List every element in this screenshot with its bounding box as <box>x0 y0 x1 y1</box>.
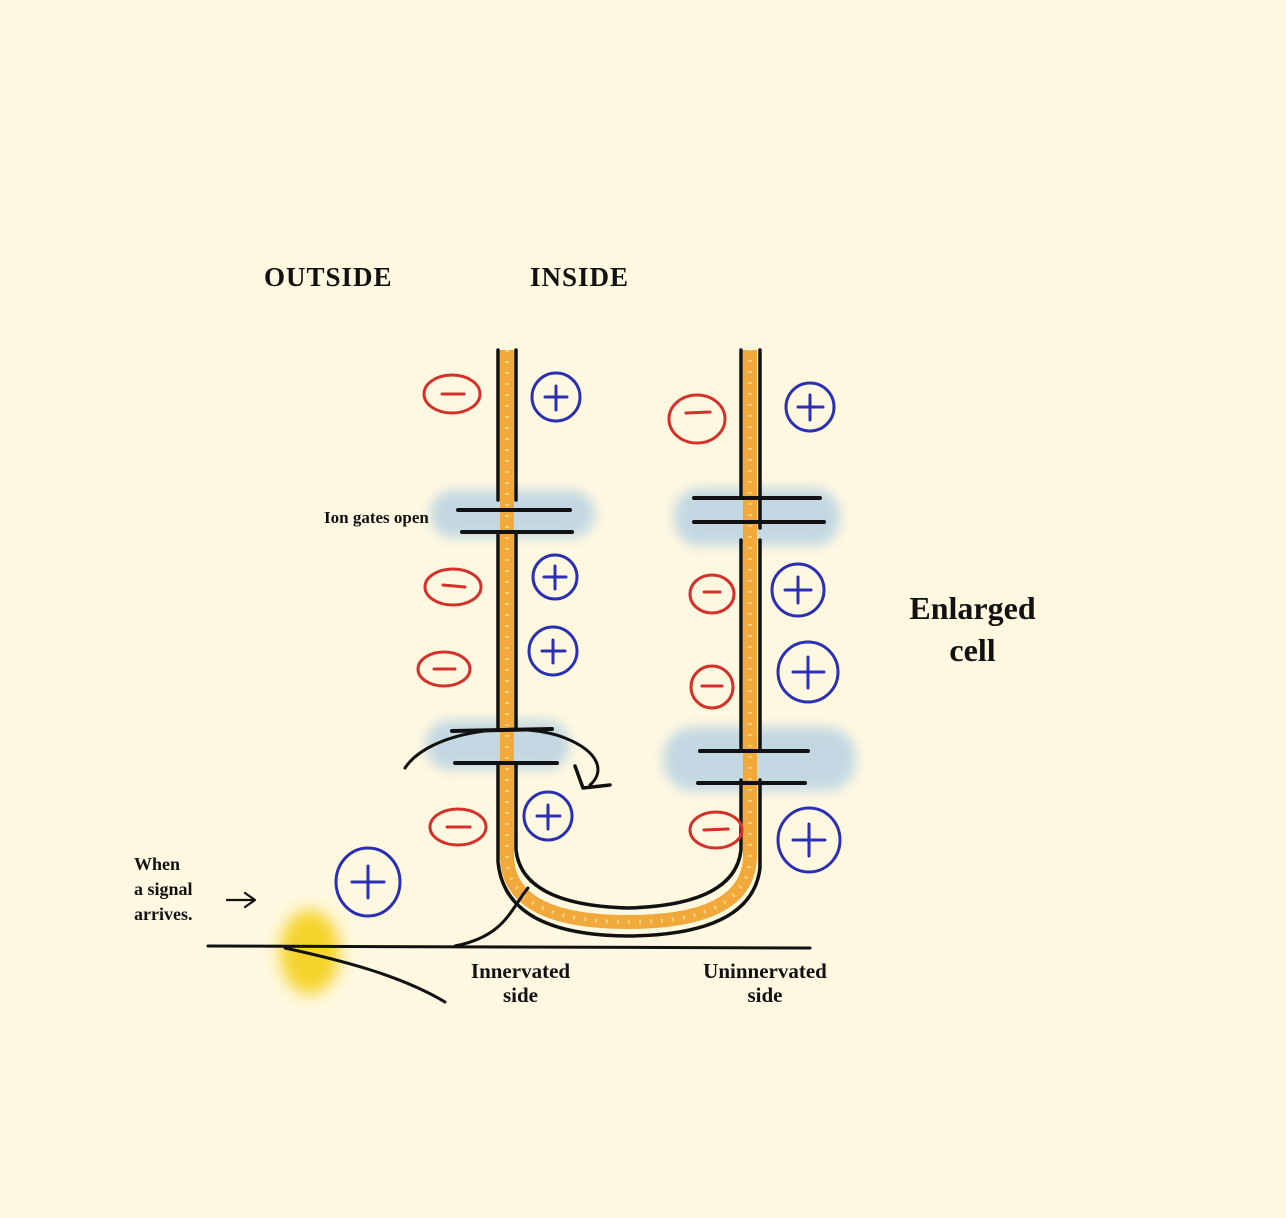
membrane-outline-outer <box>496 348 762 938</box>
positive-ion <box>530 371 582 423</box>
inside-label: INSIDE <box>530 262 630 292</box>
positive-ion <box>527 625 579 677</box>
positive-ion <box>784 381 836 433</box>
negative-ion <box>428 807 488 847</box>
negative-ion <box>416 650 472 688</box>
outside-label: OUTSIDE <box>264 262 393 292</box>
negative-ion-signs <box>432 392 730 832</box>
positive-ion <box>776 640 840 704</box>
positive-ion <box>522 790 574 842</box>
ion-flow-arrow <box>403 727 600 787</box>
positive-ion <box>334 846 402 918</box>
nerve-lines <box>206 886 812 1004</box>
negative-ion <box>689 664 735 710</box>
negative-ion <box>423 567 483 607</box>
signal-spot <box>280 910 340 994</box>
negative-ion <box>688 810 744 850</box>
innervated-side-label: Innervated side <box>470 959 571 1008</box>
ion-gate-glow <box>663 727 856 791</box>
positive-ion <box>770 562 826 618</box>
positive-ion <box>776 806 842 874</box>
negative-ion <box>667 393 727 445</box>
negative-ions <box>416 373 744 850</box>
signal-label: When a signal arrives. <box>134 854 193 925</box>
positive-ion-signs <box>350 384 827 900</box>
negative-ion <box>422 373 482 415</box>
uninnervated-side-label: Uninnervated side <box>703 959 827 1008</box>
ion-flow-arrowhead <box>573 764 612 790</box>
negative-ion <box>688 573 736 615</box>
cell-membrane <box>500 350 757 930</box>
ion-gates-label: Ion gates open <box>324 508 429 527</box>
membrane-texture <box>505 350 752 925</box>
enlarged-cell-label: Enlarged cell <box>909 590 1036 668</box>
positive-ions <box>334 371 842 918</box>
signal-arrow <box>225 891 257 909</box>
membrane-outline-inner <box>514 348 743 910</box>
positive-ion <box>531 553 579 601</box>
